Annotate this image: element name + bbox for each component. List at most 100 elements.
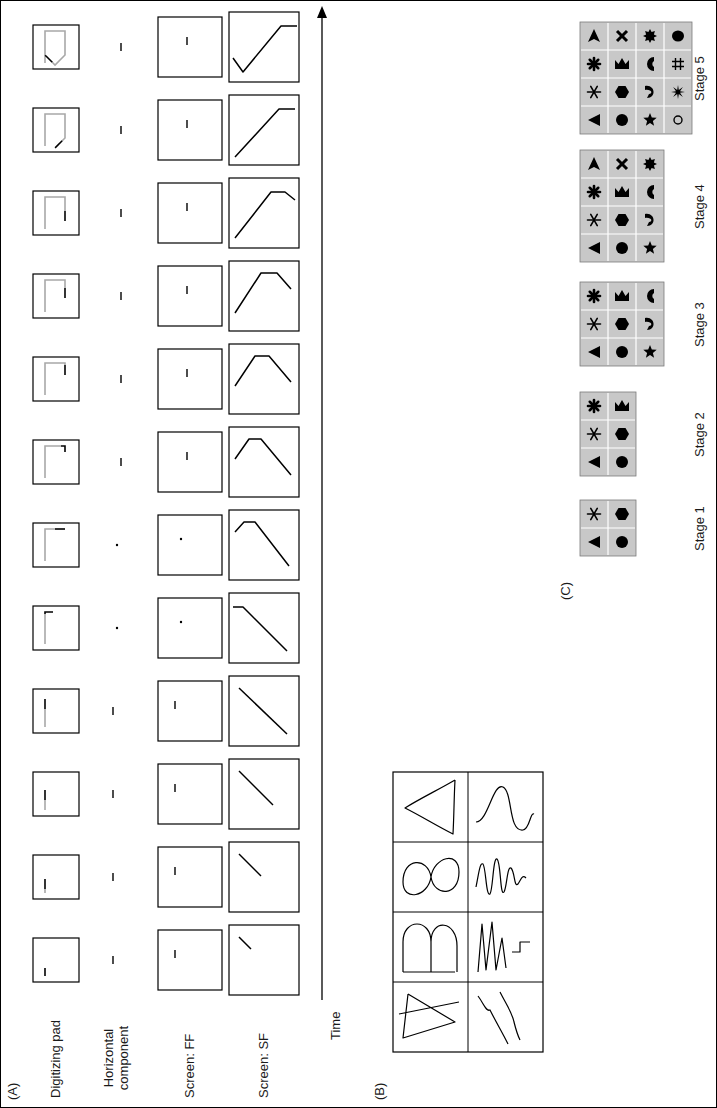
grid-line <box>607 283 608 365</box>
screen-sf-box <box>229 12 299 82</box>
grid-symbol <box>645 214 654 226</box>
screen-sf-box <box>229 842 299 912</box>
grid-symbol <box>590 292 598 300</box>
sf-trace <box>235 439 291 475</box>
grid-line <box>393 982 543 983</box>
pen-trace-old <box>44 800 46 810</box>
grid-line <box>581 337 663 338</box>
grid-symbol <box>617 159 627 169</box>
ff-tick <box>174 784 175 792</box>
pen-trace-new <box>64 288 66 298</box>
ff-tick <box>186 369 187 377</box>
pen-trace-old <box>44 709 46 727</box>
grid-symbol <box>615 318 629 330</box>
pen-trace-new <box>61 446 65 452</box>
grid-line <box>581 447 635 448</box>
grid-symbol <box>617 31 627 41</box>
ff-dot <box>180 538 182 540</box>
pad-box <box>33 689 79 733</box>
pen-trace-new <box>44 968 46 976</box>
row-label: Screen: SF <box>257 1033 272 1098</box>
ff-tick <box>186 286 187 294</box>
grid-symbol <box>588 157 600 170</box>
horizontal-tick <box>112 873 113 881</box>
horizontal-tick <box>120 292 121 300</box>
pen-trace-new <box>55 528 65 530</box>
grid-symbol <box>643 241 656 254</box>
screen-sf-box <box>229 261 299 331</box>
pad-box <box>33 108 79 152</box>
grid-symbol <box>591 318 598 329</box>
grid-line <box>581 105 691 106</box>
sf-trace <box>239 937 251 949</box>
grid-symbol <box>588 114 600 126</box>
velocity-trace <box>476 859 526 894</box>
ff-tick <box>174 950 175 958</box>
screen-sf-box <box>229 344 299 414</box>
grid-line <box>393 842 543 843</box>
grid-symbol <box>615 86 629 98</box>
grid-line <box>581 309 663 310</box>
grid-symbol <box>590 188 598 196</box>
grid-symbol <box>591 428 598 439</box>
grid-symbol <box>615 508 629 520</box>
pen-trace-old <box>45 280 65 312</box>
grid-symbol <box>588 29 600 42</box>
grid-line <box>581 205 663 206</box>
pen-trace-old <box>45 446 61 478</box>
velocity-trace <box>476 787 534 831</box>
screen-ff-box <box>158 100 222 160</box>
sf-trace <box>233 607 287 651</box>
screen-ff-box <box>158 349 222 409</box>
panel-label: (C) <box>559 582 574 600</box>
sf-trace <box>239 771 273 805</box>
ff-dot <box>180 621 182 623</box>
grid-symbol <box>616 346 628 358</box>
grid-line <box>581 527 635 528</box>
panel-c-art <box>580 22 692 556</box>
screen-ff-box <box>158 598 222 658</box>
handwritten-shape <box>399 994 459 1038</box>
pad-box <box>33 191 79 235</box>
stage-label: Stage 4 <box>693 184 708 229</box>
grid-symbol <box>615 58 629 69</box>
horizontal-dot <box>116 627 118 629</box>
grid-symbol <box>588 346 600 358</box>
grid-symbol <box>591 86 598 97</box>
handwritten-shape <box>403 924 457 972</box>
grid-line <box>635 283 636 365</box>
stage-grid <box>580 282 664 366</box>
pad-box <box>33 440 79 484</box>
screen-sf-box <box>229 427 299 497</box>
horizontal-tick <box>112 956 113 964</box>
pen-trace-old <box>45 197 65 229</box>
pad-box <box>33 772 79 816</box>
handwritten-shape <box>403 858 459 894</box>
screen-ff-box <box>158 515 222 575</box>
grid-symbol <box>615 290 629 301</box>
screen-sf-box <box>229 510 299 580</box>
time-arrowhead <box>317 6 327 18</box>
grid-symbol <box>591 86 598 97</box>
grid-symbol <box>590 402 598 410</box>
stage-label: Stage 2 <box>693 412 708 457</box>
grid-symbol <box>590 60 598 68</box>
pen-trace-new <box>64 211 66 221</box>
horizontal-tick <box>120 43 121 51</box>
screen-sf-box <box>229 925 299 995</box>
stage-grid <box>580 500 636 556</box>
grid-symbol <box>588 242 600 254</box>
pen-trace-new <box>55 141 62 148</box>
grid-symbol <box>616 456 628 468</box>
grid-symbol <box>617 31 627 41</box>
grid-symbol <box>615 186 629 197</box>
grid-symbol <box>645 86 654 98</box>
sf-trace <box>235 192 295 238</box>
grid-symbol <box>647 185 654 199</box>
grid-line <box>581 177 663 178</box>
stage-grid <box>580 150 664 262</box>
grid-line <box>607 393 608 475</box>
pen-trace-new <box>64 365 66 375</box>
